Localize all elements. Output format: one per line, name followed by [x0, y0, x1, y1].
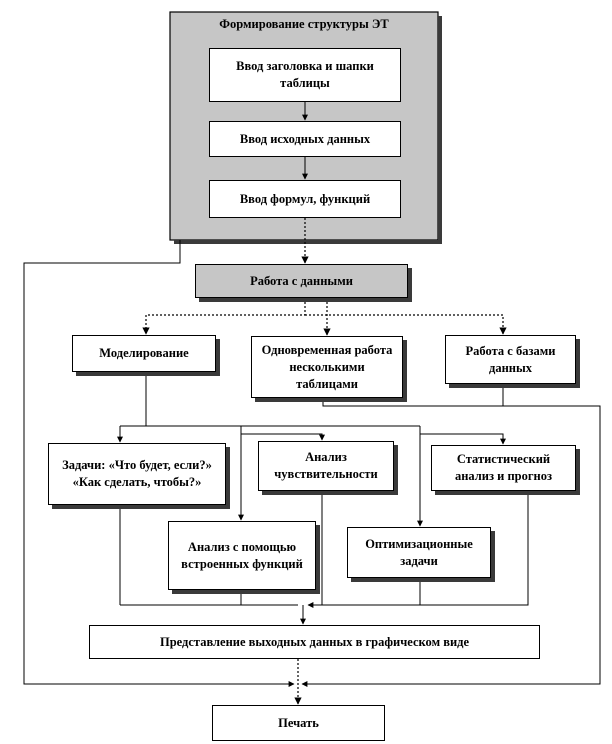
optimization-box: Оптимизационные задачи: [347, 527, 491, 578]
modeling-box: Моделирование: [72, 335, 216, 372]
arrow-collect-right: [307, 491, 529, 608]
step-data-box: Ввод исходных данных: [209, 121, 401, 157]
arrow-to-statistics: [419, 426, 506, 445]
graphic-output-box: Представление выходных данных в графичес…: [89, 625, 540, 659]
arrow-to-modeling: [142, 298, 306, 335]
arrow-to-sensitivity: [240, 426, 325, 441]
loop-right: [301, 398, 601, 687]
work-with-data-box: Работа с данными: [195, 264, 408, 298]
statistics-box: Статистический анализ и прогноз: [431, 445, 576, 491]
loop-left: [23, 240, 295, 687]
structure-title: Формирование структуры ЭТ: [219, 17, 389, 31]
multi-tables-box: Одновременная работа несколькими таблица…: [251, 336, 403, 398]
builtin-functions-box: Анализ с помощью встроенных функций: [168, 521, 316, 590]
step-header-box: Ввод заголовка и шапки таблицы: [209, 48, 401, 102]
step-formulas-box: Ввод формул, функций: [209, 180, 401, 218]
sensitivity-box: Анализ чувствительности: [258, 441, 394, 491]
print-box: Печать: [212, 705, 385, 741]
databases-box: Работа с базами данных: [445, 335, 576, 384]
tasks-box: Задачи: «Что будет, если?» «Как сделать,…: [48, 443, 226, 505]
arrow-to-databases: [305, 314, 507, 335]
